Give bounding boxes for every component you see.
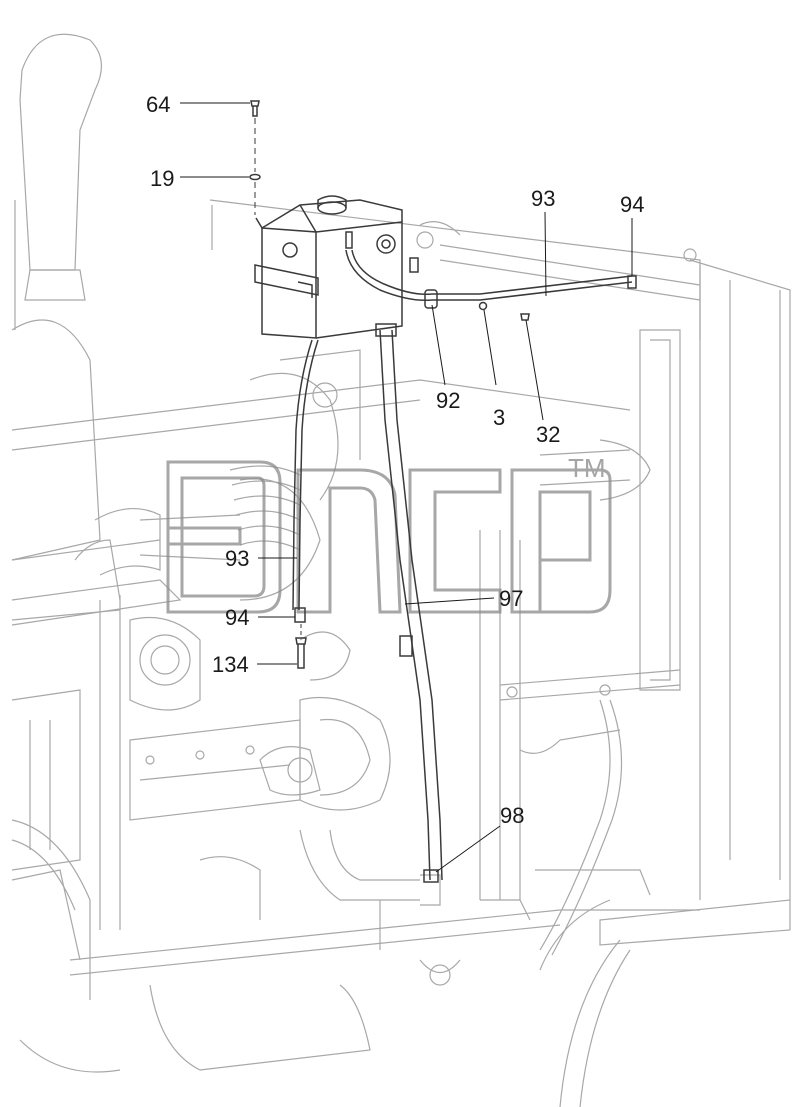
callout-98: 98 [500, 803, 524, 828]
callout-64: 64 [146, 92, 170, 117]
watermark-trademark: TM [568, 453, 606, 483]
callout-94-top: 94 [620, 192, 644, 217]
watermark-logo: TM [166, 453, 612, 614]
callout-93-top: 93 [531, 186, 555, 211]
callout-97: 97 [499, 586, 523, 611]
callouts: 64 19 93 94 92 3 32 93 94 97 134 98 [146, 92, 644, 828]
expansion-tank [254, 195, 419, 339]
callout-32: 32 [536, 422, 560, 447]
callout-93-mid: 93 [225, 546, 249, 571]
coolant-hoses [249, 100, 637, 883]
callout-19: 19 [150, 166, 174, 191]
callout-94-mid: 94 [225, 605, 249, 630]
leader-lines [180, 102, 633, 873]
callout-134: 134 [212, 652, 249, 677]
callout-3: 3 [493, 405, 505, 430]
callout-92: 92 [436, 388, 460, 413]
background-machinery [11, 33, 791, 1107]
